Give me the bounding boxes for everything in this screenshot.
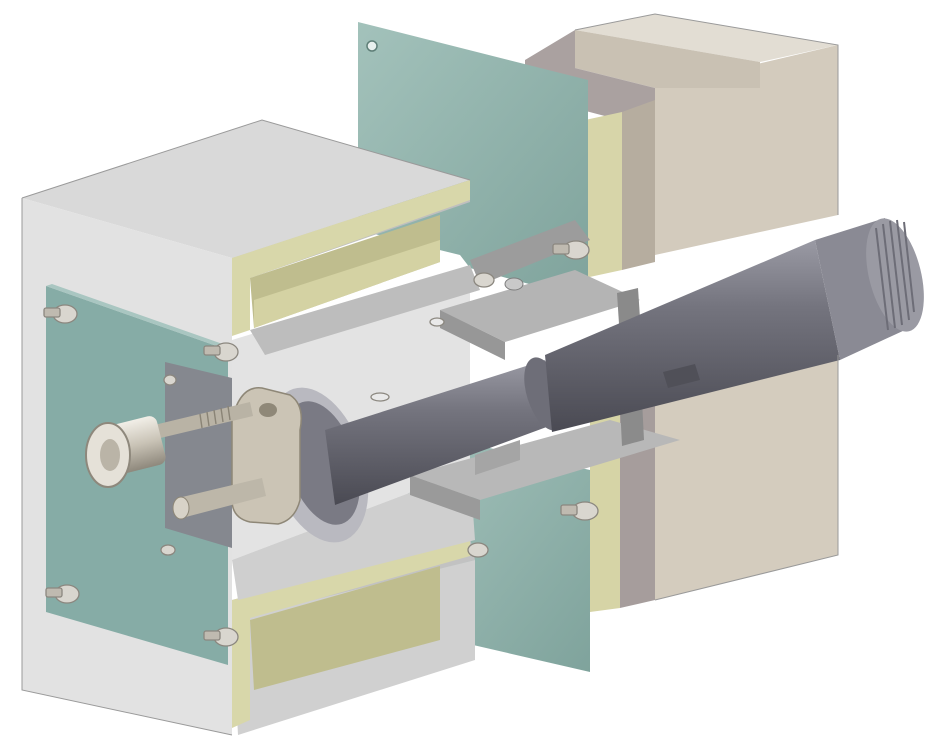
- bolt-middle-lower-left: [467, 542, 489, 558]
- rod-threads: [199, 405, 231, 429]
- upper-bracket-side: [440, 310, 505, 360]
- lower-rod-end: [172, 496, 190, 520]
- upper-bracket-top: [440, 270, 640, 342]
- tube-narrow-body: [325, 360, 552, 505]
- cap-face-inner: [100, 439, 120, 471]
- mounting-bolts: [43, 240, 599, 647]
- flange-plate: [165, 362, 232, 548]
- knurled-cap: [85, 416, 166, 488]
- upper-liner-strip-edge: [622, 100, 655, 270]
- upper-block-top: [575, 14, 838, 62]
- liner-upper-shelf: [254, 240, 440, 328]
- bolt-front-bottom-right: [203, 627, 239, 647]
- support-brackets: [410, 220, 680, 520]
- bracket-stud: [504, 277, 524, 291]
- cavity-ceiling-bracket: [250, 265, 480, 355]
- lower-rod: [178, 478, 266, 518]
- lower-bracket-top: [410, 420, 680, 500]
- bolt-front-bottom-left: [45, 584, 80, 604]
- upper-block-front: [655, 45, 838, 255]
- bolt-front-top-left: [43, 304, 78, 324]
- tube-cone: [545, 240, 840, 432]
- bolt-front-top-right: [203, 342, 239, 362]
- housing-top-face: [22, 120, 470, 258]
- bolt-middle-upper-right: [552, 240, 590, 260]
- end-cap-ribs: [875, 219, 915, 331]
- lower-block-front: [655, 355, 838, 600]
- lower-bracket-side: [410, 475, 480, 520]
- clamp-bracket: [150, 387, 302, 525]
- cavity-floor: [232, 470, 475, 600]
- upper-liner-strip: [585, 112, 622, 278]
- clamp-hole: [259, 403, 277, 417]
- right-tab: [617, 288, 640, 324]
- bolt-front-mid: [163, 374, 177, 386]
- upper-bracket-wing: [470, 220, 590, 285]
- liner-upper-outer: [232, 180, 470, 336]
- liner-lower-inner: [250, 566, 440, 690]
- lower-bracket-wall: [475, 440, 520, 475]
- front-plate-edge: [46, 284, 234, 350]
- bolt-middle-upper-left: [473, 272, 495, 288]
- tube-sensor-pad: [663, 364, 700, 388]
- bolt-front-low-mid: [160, 544, 176, 556]
- front-mounting-plate: [46, 284, 234, 665]
- edge-outlines: [21, 13, 839, 736]
- tube-end-cap: [866, 218, 924, 332]
- upper-block-side: [575, 30, 760, 88]
- plate-hole: [366, 40, 378, 52]
- bolt-middle-lower-right: [560, 501, 599, 521]
- bolt-cavity-small: [370, 317, 445, 402]
